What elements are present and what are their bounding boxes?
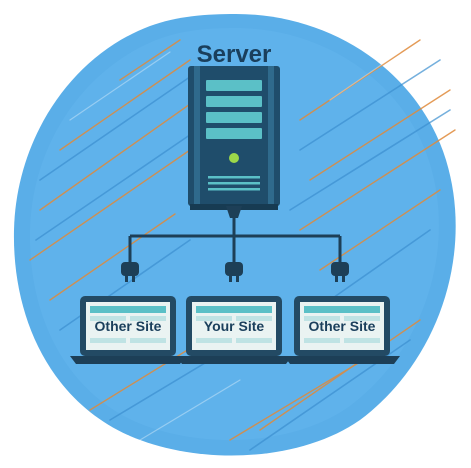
laptop-label: Your Site — [204, 318, 265, 334]
laptop-label: Other Site — [95, 318, 162, 334]
plug-icon — [121, 262, 139, 282]
plug-icon — [225, 262, 243, 282]
plug-icon — [331, 262, 349, 282]
server-plug-icon — [226, 206, 242, 218]
laptop-your-site: Your Site — [176, 296, 292, 364]
server-tower — [188, 66, 280, 210]
status-light-icon — [229, 153, 239, 163]
laptop-other-site-right: Other Site — [284, 296, 400, 364]
laptop-label: Other Site — [309, 318, 376, 334]
laptop-other-site-left: Other Site — [70, 296, 186, 364]
server-label: Server — [197, 41, 272, 68]
